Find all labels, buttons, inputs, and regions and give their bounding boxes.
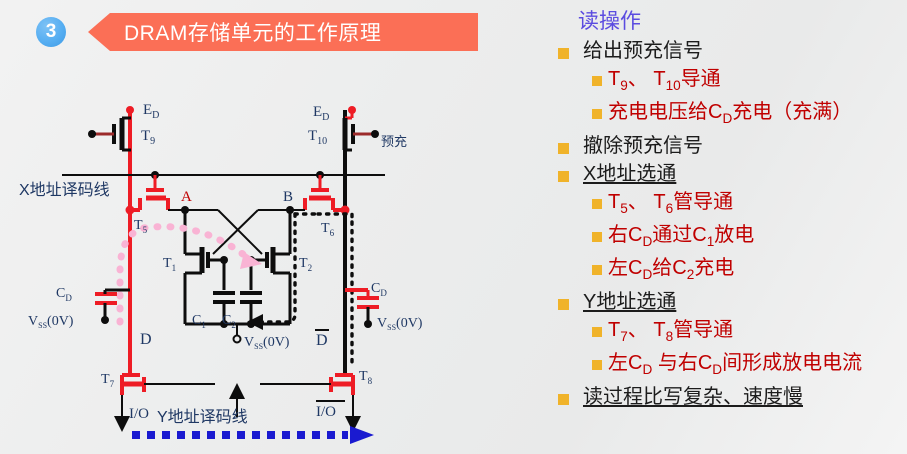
bullet-item-label: T7、 T8管导通 bbox=[608, 319, 734, 344]
slide-header: 3 DRAM存储单元的工作原理 bbox=[0, 0, 530, 62]
capacitor-cd-left bbox=[95, 288, 130, 324]
label-cd-right: CD bbox=[371, 281, 387, 298]
transistor-t5 bbox=[125, 188, 185, 215]
pink-dotted-charge-path bbox=[116, 223, 252, 326]
bullet-item-l2: 左CD给C2充电 bbox=[592, 256, 907, 287]
x-address-decode-line bbox=[62, 171, 385, 190]
bullet-item-l1: Y地址选通 bbox=[558, 290, 907, 315]
bullet-square-icon bbox=[592, 199, 602, 209]
label-ed-left: ED bbox=[143, 102, 159, 121]
title-banner: DRAM存储单元的工作原理 bbox=[88, 13, 478, 51]
bullet-square-icon bbox=[592, 232, 602, 242]
label-cd-left: CD bbox=[56, 286, 72, 303]
label-t8: T8 bbox=[359, 369, 373, 386]
capacitor-cd-right bbox=[345, 288, 379, 328]
label-t2: T2 bbox=[299, 256, 312, 273]
bullet-item-label: T5、 T6管导通 bbox=[608, 191, 734, 216]
bullet-item-label: T9、 T10导通 bbox=[608, 68, 721, 93]
dram-cell-circuit-diagram: ED T9 ED T10 预充 X地址译码线 T5 T6 A B T1 T2 C… bbox=[0, 62, 530, 454]
bullet-item-label: 充电电压给CD充电（充满） bbox=[608, 101, 853, 126]
bottom-blue-arrow bbox=[132, 426, 374, 444]
bullet-square-icon bbox=[592, 327, 602, 337]
bullet-square-icon bbox=[558, 299, 569, 310]
label-t9: T9 bbox=[141, 128, 155, 147]
bullet-item-label: 左CD给C2充电 bbox=[608, 257, 735, 282]
label-t10: T10 bbox=[308, 128, 327, 147]
bullet-item-label: 给出预充信号 bbox=[583, 40, 703, 62]
label-node-d: D bbox=[140, 331, 152, 348]
label-c2: C2 bbox=[222, 313, 236, 330]
bullet-item-l2: 右CD通过C1放电 bbox=[592, 223, 907, 254]
bullet-square-icon bbox=[558, 48, 569, 59]
bullet-item-label: 读过程比写复杂、速度慢 bbox=[583, 386, 803, 408]
label-vss-mid: VSS(0V) bbox=[244, 335, 290, 351]
bullet-square-icon bbox=[558, 394, 569, 405]
label-t6: T6 bbox=[321, 221, 335, 238]
transistor-t10 bbox=[342, 106, 379, 152]
label-t5: T5 bbox=[134, 218, 148, 235]
bullet-item-l1: 读过程比写复杂、速度慢 bbox=[558, 385, 907, 410]
bullet-item-l1: 撤除预充信号 bbox=[558, 134, 907, 159]
transistor-t8 bbox=[260, 373, 361, 432]
bullet-item-label: 右CD通过C1放电 bbox=[608, 224, 755, 249]
label-precharge: 预充 bbox=[381, 134, 407, 149]
label-vss-right: VSS(0V) bbox=[377, 316, 423, 332]
bullet-square-icon bbox=[558, 143, 569, 154]
label-t1: T1 bbox=[163, 256, 176, 273]
bullet-list: 给出预充信号 T9、 T10导通充电电压给CD充电（充满） 撤除预充信号 X地址选通 T… bbox=[556, 39, 907, 410]
bullet-item-label: 撤除预充信号 bbox=[583, 135, 703, 157]
label-c1: C1 bbox=[192, 313, 206, 330]
bullet-item-l1: 给出预充信号 bbox=[558, 39, 907, 64]
bullet-item-label: X地址选通 bbox=[583, 163, 677, 185]
bullet-square-icon bbox=[592, 109, 602, 119]
label-io-right: I/O bbox=[316, 404, 336, 420]
bullet-item-label: 左CD 与右CD间形成放电电流 bbox=[608, 352, 863, 377]
transistor-t7 bbox=[114, 373, 215, 432]
page-title: DRAM存储单元的工作原理 bbox=[124, 22, 382, 45]
bullet-item-l1: X地址选通 bbox=[558, 162, 907, 187]
label-y-decode-line: Y地址译码线 bbox=[157, 408, 248, 426]
label-t7: T7 bbox=[101, 372, 115, 389]
bullet-item-label: Y地址选通 bbox=[583, 291, 677, 313]
label-io-left: I/O bbox=[129, 406, 149, 422]
bullet-square-icon bbox=[592, 265, 602, 275]
transistor-t6 bbox=[290, 188, 350, 215]
label-ed-right: ED bbox=[313, 104, 329, 123]
bullet-square-icon bbox=[592, 360, 602, 370]
label-node-dbar: D bbox=[316, 332, 328, 349]
bullet-panel-title: 读操作 bbox=[578, 10, 641, 33]
pink-arrowhead bbox=[240, 252, 262, 269]
label-vss-left: VSS(0V) bbox=[28, 314, 74, 330]
bullet-item-l2: 充电电压给CD充电（充满） bbox=[592, 100, 907, 131]
bullet-item-l2: T9、 T10导通 bbox=[592, 67, 907, 98]
transistor-t9 bbox=[88, 106, 134, 152]
read-operation-panel: 读操作 给出预充信号 T9、 T10导通充电电压给CD充电（充满） 撤除预充信号 X地… bbox=[556, 2, 907, 454]
step-number-badge: 3 bbox=[36, 17, 66, 47]
label-node-a: A bbox=[181, 189, 192, 205]
bullet-square-icon bbox=[592, 76, 602, 86]
bullet-item-l2: 左CD 与右CD间形成放电电流 bbox=[592, 351, 907, 382]
bullet-square-icon bbox=[558, 171, 569, 182]
bullet-item-l2: T7、 T8管导通 bbox=[592, 318, 907, 349]
label-node-b: B bbox=[283, 189, 293, 205]
label-x-decode-line: X地址译码线 bbox=[19, 181, 110, 199]
bullet-item-l2: T5、 T6管导通 bbox=[592, 190, 907, 221]
